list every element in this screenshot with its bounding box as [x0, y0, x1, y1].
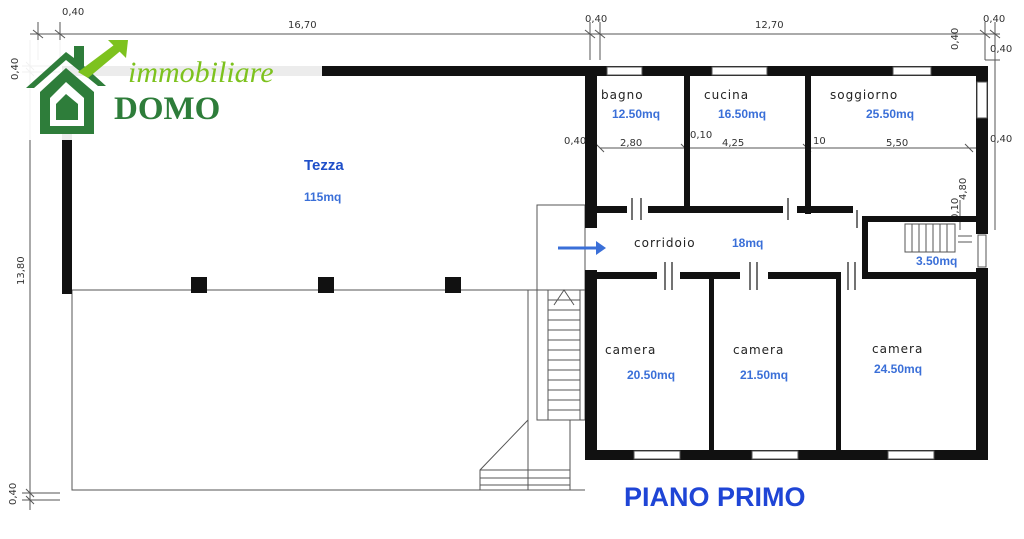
door-marks [631, 198, 858, 290]
pillar [445, 277, 461, 293]
camera3-area: 24.50mq [874, 362, 922, 376]
room-labels: Tezza 115mq bagno 12.50mq cucina 16.50mq… [304, 88, 957, 382]
dim-right-vertical-3: 0,10 [950, 198, 961, 220]
entrance-arrow-icon [558, 241, 606, 255]
dim-right-upper-wall: 0,40 [990, 44, 1012, 55]
dim-left-top-wall: 0,40 [10, 58, 21, 80]
company-logo: immobiliare DOMO [20, 40, 322, 140]
camera3-name: camera [872, 342, 923, 356]
dim-bagno-width: 2,80 [620, 138, 642, 149]
logo-line1: immobiliare [128, 56, 274, 89]
logo-line2: DOMO [114, 91, 220, 127]
tezza-area: 115mq [304, 190, 341, 204]
dimension-labels: 0,40 16,70 0,40 12,70 0,40 0,40 13,80 0,… [8, 7, 1012, 505]
corridoio-area: 18mq [732, 236, 763, 250]
soggiorno-name: soggiorno [830, 88, 898, 102]
pillar [191, 277, 207, 293]
bagno-area: 12.50mq [612, 107, 660, 121]
windows [606, 66, 988, 460]
plan-title: PIANO PRIMO [624, 482, 806, 512]
corridoio-name: corridoio [634, 236, 696, 250]
camera2-area: 21.50mq [740, 368, 788, 382]
dim-right-vertical-2: 4,80 [958, 178, 969, 200]
soggiorno-area: 25.50mq [866, 107, 914, 121]
pillar [318, 277, 334, 293]
cucina-name: cucina [704, 88, 749, 102]
bagno-name: bagno [601, 88, 644, 102]
tezza-name: Tezza [304, 157, 344, 174]
dim-right-vertical-1: 0,40 [950, 28, 961, 50]
dim-left-height: 13,80 [16, 256, 27, 285]
dim-right-wall: 0,40 [990, 134, 1012, 145]
tezza-area [71, 277, 585, 491]
dim-top-right-wall: 0,40 [983, 14, 1005, 25]
dim-soggiorno-wall: 10 [813, 136, 826, 147]
house-arrow-icon [26, 40, 128, 134]
dim-top-left-wall: 0,40 [62, 7, 84, 18]
dim-cucina-width: 4,25 [722, 138, 744, 149]
dim-top-span-1: 16,70 [288, 20, 317, 31]
dim-top-mid-wall: 0,40 [585, 14, 607, 25]
dim-soggiorno-width: 5,50 [886, 138, 908, 149]
camera1-area: 20.50mq [627, 368, 675, 382]
camera2-name: camera [733, 343, 784, 357]
dim-top-span-2: 12,70 [755, 20, 784, 31]
stairwell-area: 3.50mq [916, 254, 957, 268]
cucina-area: 16.50mq [718, 107, 766, 121]
dim-bagno-left-wall: 0,40 [564, 136, 586, 147]
camera1-name: camera [605, 343, 656, 357]
small-staircase [904, 223, 987, 268]
dim-left-bottom-wall: 0,40 [8, 483, 19, 505]
dim-cucina-wall: 0,10 [690, 130, 712, 141]
